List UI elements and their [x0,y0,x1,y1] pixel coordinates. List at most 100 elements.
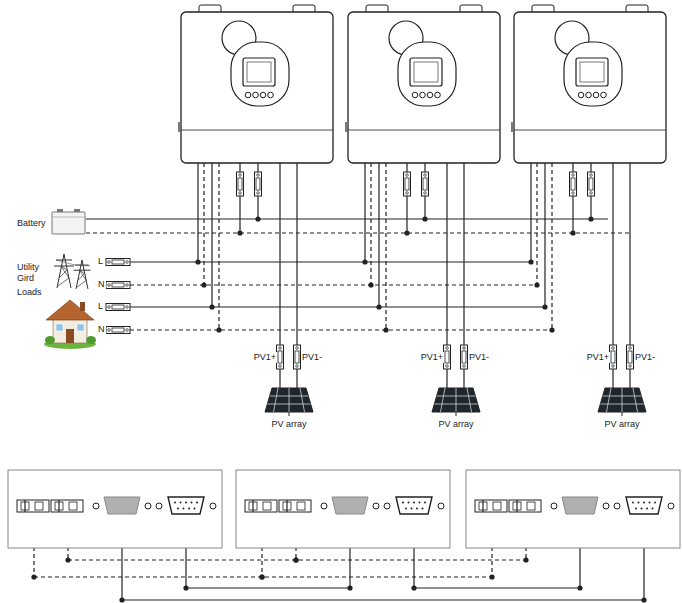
junction-dot [195,259,200,264]
junction-dot [528,259,533,264]
junction-dot [362,259,367,264]
utility-pylon-icon [54,254,91,289]
junction-dot [293,557,298,562]
inverter [512,5,666,163]
comm-link [414,587,580,588]
junction-dot [549,327,554,332]
terminal-label: PV1- [468,352,490,363]
comm-link [186,587,350,588]
junction-dot [368,282,373,287]
fuse-symbol [422,172,429,196]
pv-panel [432,388,480,416]
junction-dot [65,557,70,562]
junction-dot [588,216,593,221]
fuse-symbol [106,304,130,311]
array-label: PV array [270,419,307,430]
fuse-symbol [106,327,130,334]
load-neutral-bus [130,329,552,330]
wire [385,163,386,330]
fuse-symbol [610,345,617,369]
wire [544,163,545,307]
junction-dot [489,574,494,579]
array-label: PV array [603,419,640,430]
line-label: L [97,256,104,267]
junction-dot [259,574,264,579]
junction-dot [209,304,214,309]
wire [530,163,531,262]
fuse-symbol [588,172,595,196]
wire [364,163,365,262]
battery-negative-bus [86,232,630,233]
inverter [346,5,500,163]
junction-dot [31,574,36,579]
wire [218,163,219,330]
fuse-symbol [237,172,244,196]
junction-dot [293,557,298,562]
battery-positive-bus [86,218,608,219]
wire [197,163,198,262]
terminal-label: PV1- [634,352,656,363]
terminal-label: PV1+ [248,352,277,363]
junction-dot [411,585,416,590]
fuse-symbol [277,345,284,369]
junction-dot [570,230,575,235]
comm-link [122,599,644,600]
fuse-symbol [106,282,130,289]
wire [203,163,204,285]
array-label: PV array [437,419,474,430]
load-line-bus [130,306,545,307]
fuse-symbol [106,259,130,266]
neutral-label: N [97,279,106,290]
terminal-label: PV1+ [581,352,610,363]
junction-dot [542,304,547,309]
comm-port-panel [8,470,222,548]
loads-label: Loads [16,287,43,298]
comm-port-panel [236,470,450,548]
fuse-symbol [627,345,634,369]
wire [551,163,552,330]
fuse-symbol [444,345,451,369]
wire [211,163,212,307]
inverter [179,5,333,163]
grid-line-bus [130,261,531,262]
fuse-symbol [570,172,577,196]
terminal-label: PV1- [301,352,323,363]
junction-dot [534,282,539,287]
grid-neutral-bus [130,284,537,285]
junction-dot [119,597,124,602]
junction-dot [577,585,582,590]
junction-dot [259,574,264,579]
battery-label: Battery [16,218,47,229]
wire [572,163,573,233]
comm-port-panel [466,470,680,548]
pv-panel [598,388,646,416]
wiring [86,163,634,388]
junction-dot [641,597,646,602]
junction-dot [523,557,528,562]
neutral-label: N [97,324,106,335]
junction-dot [376,304,381,309]
wire [370,163,371,285]
junction-dot [404,230,409,235]
junction-dot [383,327,388,332]
junction-dot [216,327,221,332]
junction-dot [347,585,352,590]
pv-panel [265,388,313,416]
wire [406,163,407,233]
fuse-symbol [461,345,468,369]
fuse-symbol [255,172,262,196]
junction-dot [422,216,427,221]
terminal-label: PV1+ [415,352,444,363]
junction-dot [237,230,242,235]
battery-icon [52,209,85,234]
house-icon [44,300,96,349]
junction-dot [255,216,260,221]
wire [239,163,240,233]
junction-dot [201,282,206,287]
fuse-symbol [404,172,411,196]
fuse-symbol [294,345,301,369]
grid-label: Utility Gird [16,262,54,284]
wire [378,163,379,307]
